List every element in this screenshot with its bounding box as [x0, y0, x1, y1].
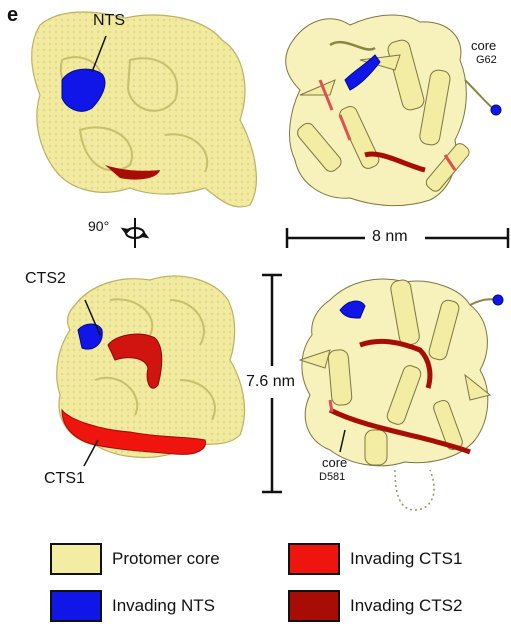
- density-map-bottom: [56, 275, 246, 467]
- label-cts2: CTS2: [25, 270, 66, 287]
- label-rotation: 90°: [88, 218, 110, 234]
- label-core-bottom: core: [322, 455, 348, 470]
- scale-bar-height: [262, 273, 282, 494]
- legend-label-protomer-core: Protomer core: [112, 549, 220, 568]
- rotate-90-icon: [120, 218, 150, 248]
- label-d581: D581: [319, 471, 346, 483]
- label-scale-height: 7.6 nm: [246, 373, 295, 390]
- density-map-top: [31, 11, 257, 208]
- legend-label-invading-cts1: Invading CTS1: [350, 549, 463, 568]
- legend-swatch-invading-cts2: [288, 590, 340, 622]
- ribbon-model-bottom: [298, 278, 504, 511]
- scale-bar-width: [285, 228, 510, 248]
- label-core-top: core: [471, 38, 497, 53]
- ribbon-model-top: [285, 14, 502, 207]
- legend-swatch-invading-cts1: [288, 543, 340, 575]
- legend-swatch-invading-nts: [50, 590, 102, 622]
- legend-label-invading-cts2: Invading CTS2: [350, 596, 463, 615]
- label-scale-width: 8 nm: [372, 228, 408, 245]
- label-cts1: CTS1: [44, 470, 85, 487]
- label-g62: G62: [476, 54, 497, 66]
- legend-swatch-protomer-core: [50, 543, 102, 575]
- panel-letter: e: [7, 4, 19, 26]
- legend-label-invading-nts: Invading NTS: [112, 596, 215, 615]
- label-nts: NTS: [93, 12, 125, 29]
